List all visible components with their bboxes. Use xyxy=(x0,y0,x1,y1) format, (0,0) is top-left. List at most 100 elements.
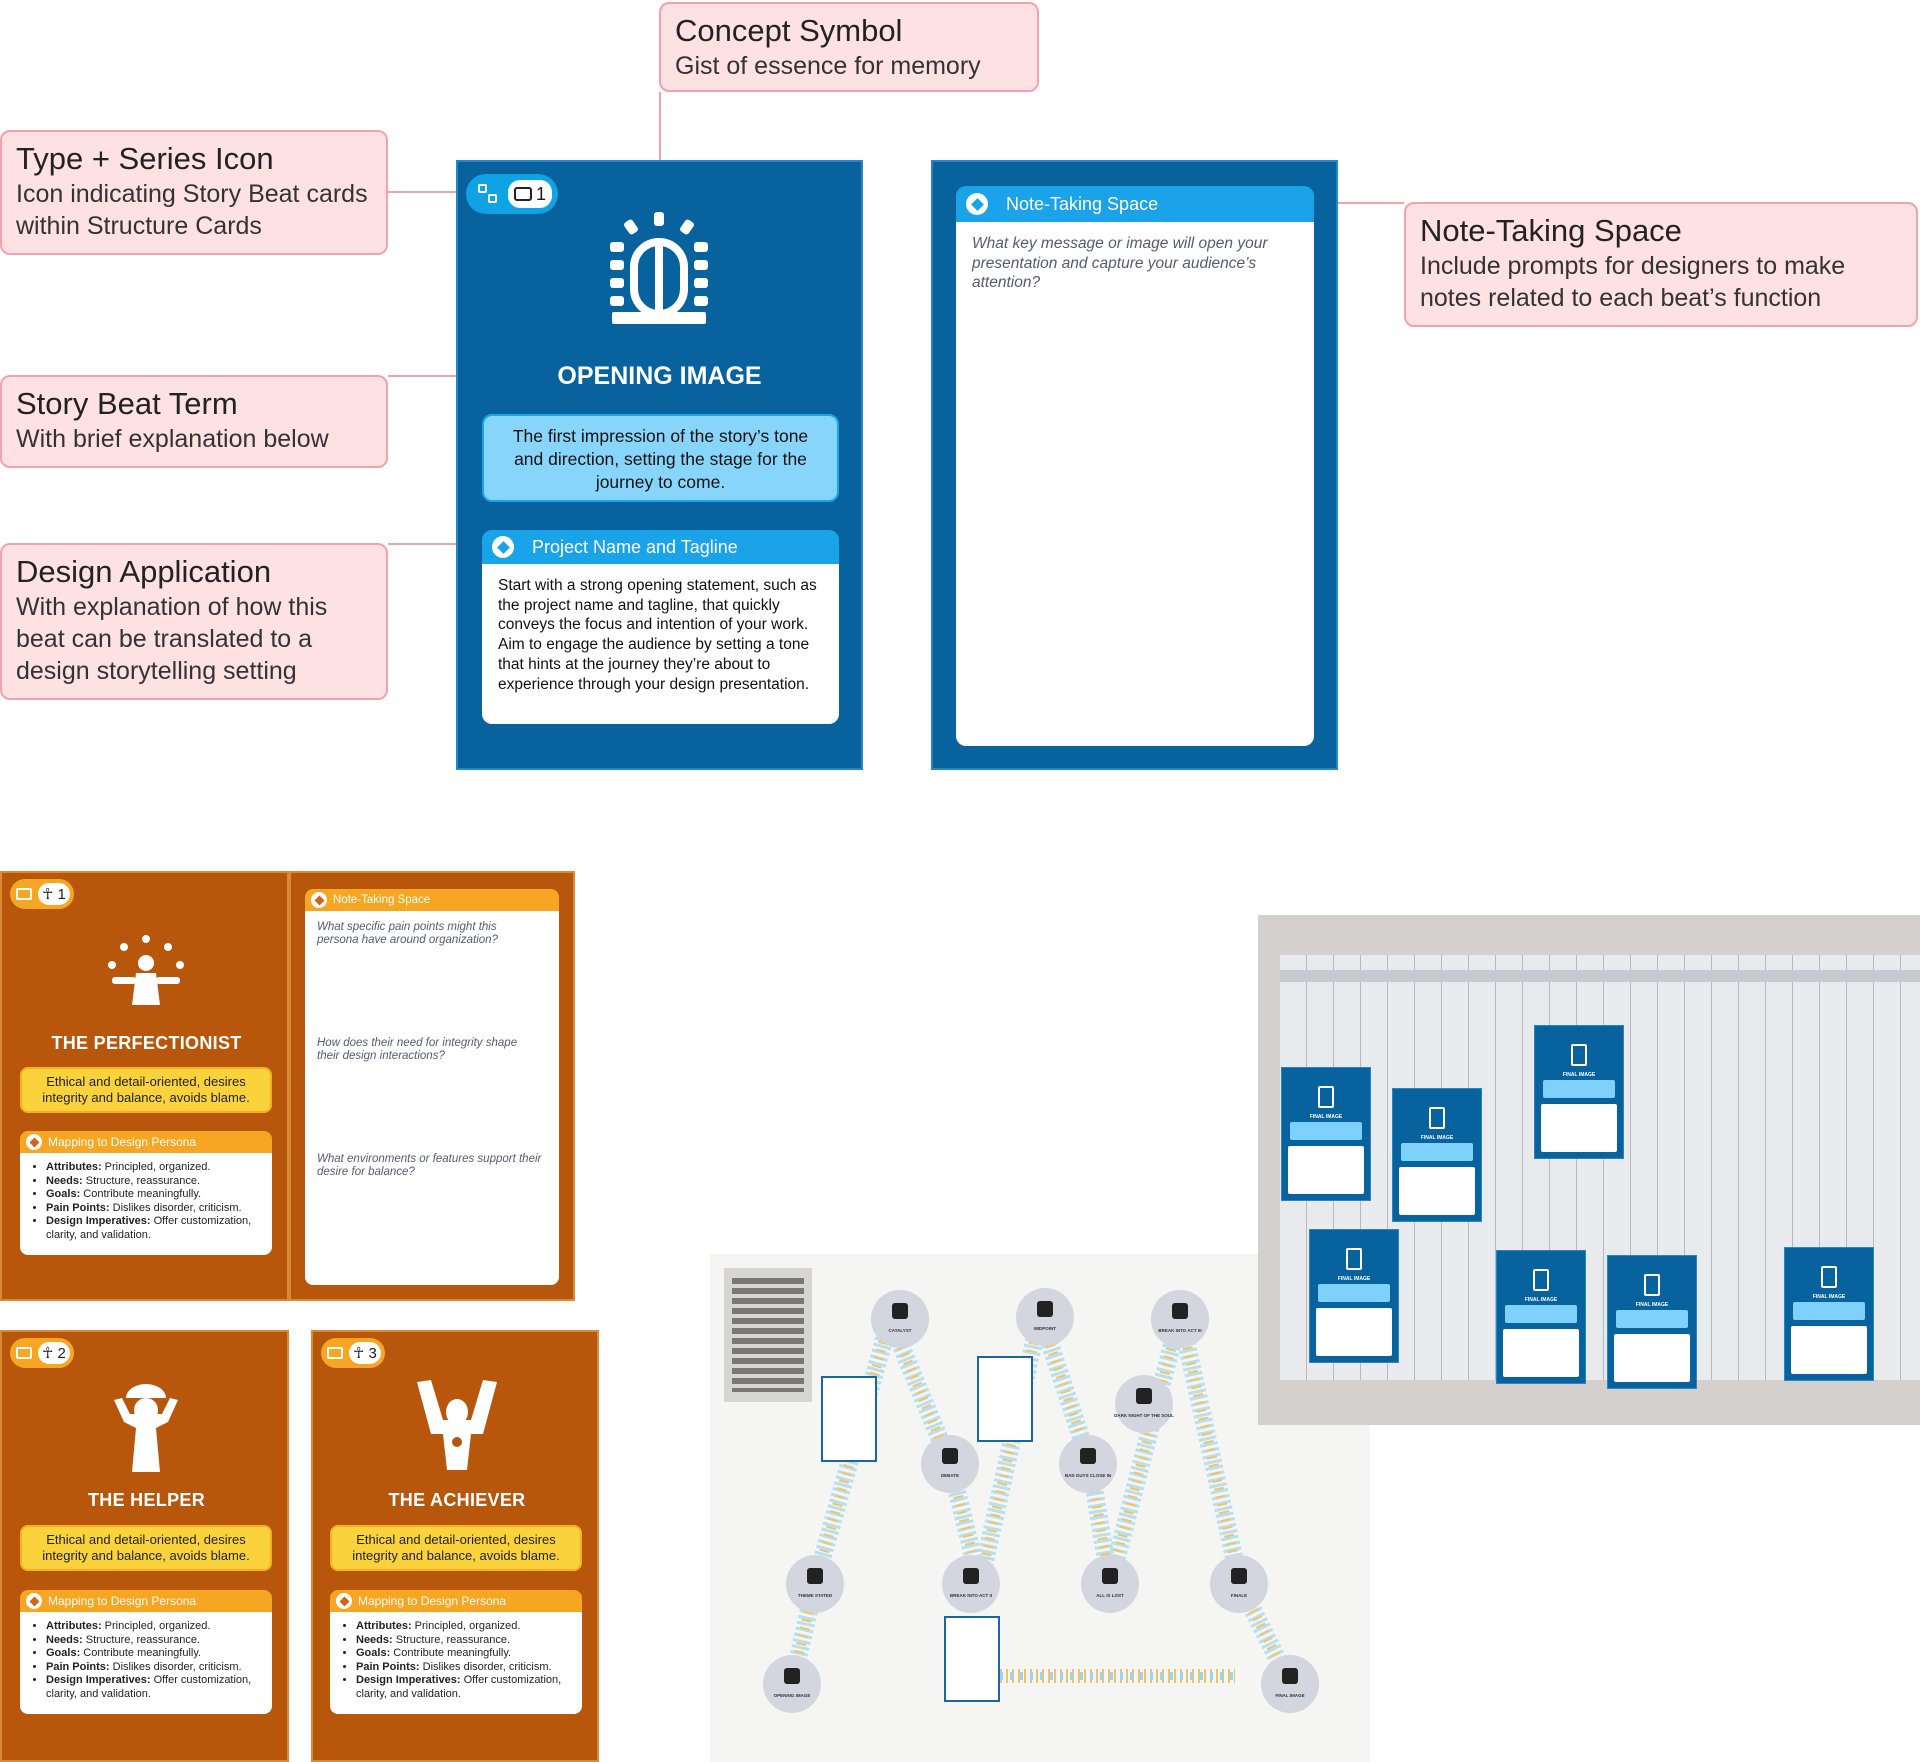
connector-type xyxy=(388,191,468,193)
box-icon xyxy=(16,888,32,900)
wall-card: FINAL IMAGE xyxy=(1309,1229,1399,1363)
note-taking-title: Note-Taking Space xyxy=(1006,193,1159,214)
design-application-title: Project Name and Tagline xyxy=(532,536,738,557)
note-taking-header: Note-Taking Space xyxy=(956,186,1314,222)
mapping-item: Pain Points: Dislikes disorder, criticis… xyxy=(46,1202,272,1216)
persona-description: Ethical and detail-oriented, desires int… xyxy=(20,1525,272,1571)
journey-node[interactable]: THEME STATED xyxy=(786,1555,844,1613)
achiever-icon xyxy=(417,1380,497,1470)
persona-mapping-list: Attributes: Principled, organized. Needs… xyxy=(356,1620,582,1701)
diamond-icon xyxy=(966,193,988,215)
persona-series-badge: ☥ 1 xyxy=(38,883,70,905)
wall-card: FINAL IMAGE xyxy=(1607,1255,1697,1389)
box-icon xyxy=(327,1347,343,1359)
callout-design-application: Design Application With explanation of h… xyxy=(0,543,388,700)
mapping-item: Goals: Contribute meaningfully. xyxy=(46,1188,272,1202)
drum-icon xyxy=(513,187,532,201)
callout-note-taking: Note-Taking Space Include prompts for de… xyxy=(1404,202,1918,327)
wall-card: FINAL IMAGE xyxy=(1496,1250,1586,1384)
callout-title: Type + Series Icon xyxy=(16,141,274,176)
wall-rail xyxy=(1280,970,1920,982)
diamond-icon xyxy=(336,1593,352,1609)
connector-design xyxy=(388,543,488,545)
helper-icon xyxy=(114,1384,178,1472)
mapping-item: Design Imperatives: Offer customization,… xyxy=(46,1674,272,1701)
journey-node[interactable]: DEBATE xyxy=(921,1435,979,1493)
persona-type-badge: ☥ 1 xyxy=(10,879,74,909)
wall-board: FINAL IMAGE FINAL IMAGE FINAL IMAGE FINA… xyxy=(1258,915,1920,1425)
persona-note-card: Note-Taking Space What specific pain poi… xyxy=(289,871,575,1301)
persona-note-area[interactable]: What specific pain points might this per… xyxy=(305,911,559,1285)
journey-card xyxy=(977,1356,1033,1442)
persona-mapping-list: Attributes: Principled, organized. Needs… xyxy=(46,1620,272,1701)
connector-concept xyxy=(659,92,661,212)
mapping-item: Needs: Structure, reassurance. xyxy=(356,1634,582,1648)
callout-type-series: Type + Series Icon Icon indicating Story… xyxy=(0,130,388,255)
callout-desc: Icon indicating Story Beat cards within … xyxy=(16,180,368,240)
callout-concept-symbol: Concept Symbol Gist of essence for memor… xyxy=(659,2,1039,92)
journey-node[interactable]: CATALYST xyxy=(871,1290,929,1348)
persona-title: THE ACHIEVER xyxy=(388,1490,526,1510)
diamond-icon xyxy=(26,1593,42,1609)
diamond-icon xyxy=(26,1134,42,1150)
wall-card: FINAL IMAGE xyxy=(1534,1025,1624,1159)
callout-desc: With brief explanation below xyxy=(16,425,329,453)
juggler-icon xyxy=(108,935,184,1005)
journey-node[interactable]: DARK NIGHT OF THE SOUL xyxy=(1114,1375,1174,1433)
persona-title: THE HELPER xyxy=(87,1490,205,1510)
story-beat-card: 1 OPENING IMAGE The first impr xyxy=(456,160,863,770)
callout-story-beat: Story Beat Term With brief explanation b… xyxy=(0,375,388,468)
persona-title: THE PERFECTIONIST xyxy=(51,1033,242,1053)
persona-type-badge: ☥ 3 xyxy=(321,1338,385,1368)
persona-description: Ethical and detail-oriented, desires int… xyxy=(330,1525,582,1571)
mapping-item: Goals: Contribute meaningfully. xyxy=(356,1647,582,1661)
mapping-item: Pain Points: Dislikes disorder, criticis… xyxy=(356,1661,582,1675)
diamond-icon xyxy=(492,536,514,558)
note-taking-area[interactable]: What key message or image will open your… xyxy=(956,222,1314,746)
person-icon: ☥ xyxy=(42,886,58,903)
persona-note-header: Note-Taking Space xyxy=(305,889,559,911)
mapping-item: Needs: Structure, reassurance. xyxy=(46,1175,272,1189)
persona-mapping-header: Mapping to Design Persona xyxy=(20,1131,272,1153)
person-icon: ☥ xyxy=(353,1345,369,1362)
journey-node[interactable]: ALL IS LOST xyxy=(1081,1555,1139,1613)
mapping-item: Pain Points: Dislikes disorder, criticis… xyxy=(46,1661,272,1675)
persona-mapping-body: Attributes: Principled, organized. Needs… xyxy=(20,1153,272,1255)
callout-title: Note-Taking Space xyxy=(1420,213,1682,248)
series-badge: 1 xyxy=(508,180,552,208)
journey-node[interactable]: FINAL IMAGE xyxy=(1261,1655,1319,1713)
design-application-body: Start with a strong opening statement, s… xyxy=(482,564,839,724)
persona-mapping-body: Attributes: Principled, organized. Needs… xyxy=(330,1612,582,1714)
mapping-item: Needs: Structure, reassurance. xyxy=(46,1634,272,1648)
note-prompt: What key message or image will open your… xyxy=(972,235,1268,292)
type-series-badge: 1 xyxy=(466,174,558,214)
series-number: 1 xyxy=(535,183,546,204)
persona-card-achiever: ☥ 3 THE ACHIEVER Ethical and detail-orie… xyxy=(311,1330,599,1762)
journey-node[interactable]: BAD GUYS CLOSE IN xyxy=(1059,1435,1117,1493)
mapping-item: Attributes: Principled, organized. xyxy=(356,1620,582,1634)
callout-desc: Gist of essence for memory xyxy=(675,52,981,80)
legend-block xyxy=(724,1268,812,1402)
structure-icon xyxy=(478,184,498,204)
persona-note-prompt: How does their need for integrity shape … xyxy=(317,1037,518,1062)
connector-notes xyxy=(1318,202,1404,204)
journey-node[interactable]: FINALE xyxy=(1210,1555,1268,1613)
journey-card xyxy=(821,1376,877,1462)
box-icon xyxy=(16,1347,32,1359)
persona-mapping-list: Attributes: Principled, organized. Needs… xyxy=(46,1161,272,1242)
journey-node[interactable]: MIDPOINT xyxy=(1016,1288,1074,1346)
persona-type-badge: ☥ 2 xyxy=(10,1338,74,1368)
persona-mapping-header: Mapping to Design Persona xyxy=(330,1590,582,1612)
mapping-item: Attributes: Principled, organized. xyxy=(46,1161,272,1175)
mapping-item: Goals: Contribute meaningfully. xyxy=(46,1647,272,1661)
wall-card: FINAL IMAGE xyxy=(1392,1088,1482,1222)
callout-title: Concept Symbol xyxy=(675,13,903,48)
beat-title: OPENING IMAGE xyxy=(557,362,762,390)
journey-node[interactable]: BREAK INTO ACT III xyxy=(1151,1290,1209,1348)
note-taking-card: Note-Taking Space What key message or im… xyxy=(931,160,1338,770)
journey-card xyxy=(944,1616,1000,1702)
journey-node[interactable]: BREAK INTO ACT II xyxy=(942,1555,1000,1613)
arch-window-icon xyxy=(610,212,708,324)
persona-description: Ethical and detail-oriented, desires int… xyxy=(20,1067,272,1113)
journey-node[interactable]: OPENING IMAGE xyxy=(763,1655,821,1713)
